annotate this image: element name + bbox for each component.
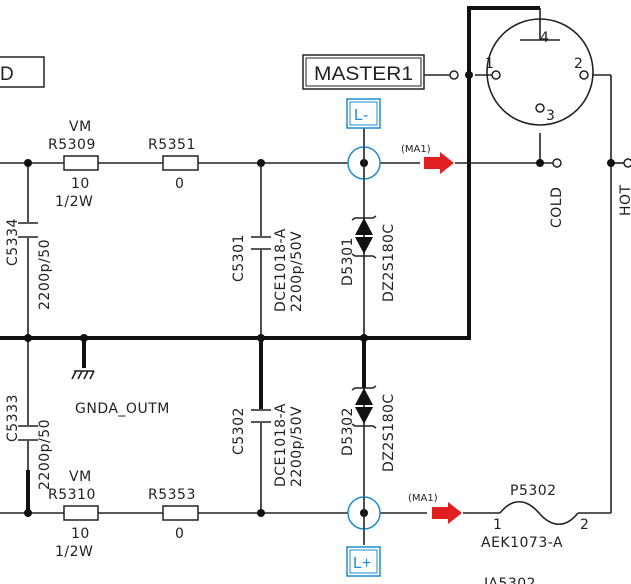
resistor-r5310: VM R5310 10 1/2W xyxy=(48,469,99,560)
r5309-power: 1/2W xyxy=(55,194,93,210)
thick-ground-bus xyxy=(0,6,540,513)
r5353-ref: R5353 xyxy=(148,487,196,503)
cold-label: COLD xyxy=(549,187,565,228)
c5301-value: 2200p/50V xyxy=(289,231,305,312)
ground-label: GNDA_OUTM xyxy=(75,401,170,417)
r5351-ref: R5351 xyxy=(148,137,196,153)
c5301-ref: C5301 xyxy=(231,234,247,282)
net-flag-bottom: (MA1) xyxy=(408,493,462,524)
p5302-pin1: 1 xyxy=(493,517,502,533)
master-label: MASTER1 xyxy=(314,64,413,85)
ground-symbol: GNDA_OUTM xyxy=(71,370,170,417)
d5301-ref: D5301 xyxy=(340,237,356,286)
connector-pin-1: 1 xyxy=(485,56,494,72)
r5353-value: 0 xyxy=(175,526,184,542)
hot-label: HOT xyxy=(618,184,631,216)
capacitor-c5334: C5334 2200p/50 xyxy=(5,218,53,310)
ferrite-bead-bottom xyxy=(347,496,381,530)
r5309-value: 10 xyxy=(71,176,90,192)
c5333-ref: C5333 xyxy=(5,394,21,442)
r5310-type: VM xyxy=(69,469,92,485)
connector-pin-3: 3 xyxy=(546,108,555,124)
port-l-plus: L+ xyxy=(346,546,381,577)
c5301-part: DCE1018-A xyxy=(273,228,289,312)
net-flag-top: (MA1) xyxy=(401,144,454,174)
d5301-part: DZ2S180C xyxy=(381,223,397,302)
p5302-pin2: 2 xyxy=(580,517,589,533)
net-flag-bottom-label: (MA1) xyxy=(408,493,438,504)
d5302-ref: D5302 xyxy=(340,407,356,456)
r5310-power: 1/2W xyxy=(55,544,93,560)
c5302-part: DCE1018-A xyxy=(273,403,289,487)
resistor-r5353: R5353 0 xyxy=(148,487,199,542)
junction-dots xyxy=(24,71,615,517)
port-l-minus: L- xyxy=(346,98,381,129)
resistor-r5309: VM R5309 10 1/2W xyxy=(48,119,99,210)
diode-d5302: D5302 DZ2S180C xyxy=(340,385,397,472)
r5310-value: 10 xyxy=(71,526,90,542)
r5309-type: VM xyxy=(69,119,92,135)
connector-pin-4: 4 xyxy=(540,30,549,46)
diode-d5301: D5301 DZ2S180C xyxy=(340,215,397,302)
xlr-connector: 4 1 2 3 COLD HOT JA5302 xyxy=(483,18,631,584)
capacitor-c5333: C5333 2200p/50 xyxy=(5,394,53,490)
port-l-plus-label: L+ xyxy=(353,555,371,572)
open-terminals xyxy=(449,70,631,168)
connector-pin-2: 2 xyxy=(574,56,583,72)
component-p5302: P5302 1 2 AEK1073-A xyxy=(481,483,589,551)
net-flag-top-label: (MA1) xyxy=(401,144,431,155)
ferrite-bead-top xyxy=(347,146,381,180)
resistor-r5351: R5351 0 xyxy=(148,137,199,192)
connector-ref: JA5302 xyxy=(483,576,536,584)
arrow-right-icon xyxy=(432,502,462,524)
left-label-box: D xyxy=(0,56,45,88)
r5309-ref: R5309 xyxy=(48,137,96,153)
d5302-part: DZ2S180C xyxy=(381,393,397,472)
left-box-text: D xyxy=(0,64,14,85)
arrow-right-icon xyxy=(424,152,454,174)
c5333-value: 2200p/50 xyxy=(37,419,53,490)
port-l-minus-label: L- xyxy=(354,107,368,124)
p5302-part: AEK1073-A xyxy=(481,535,563,551)
c5302-ref: C5302 xyxy=(231,407,247,455)
r5310-ref: R5310 xyxy=(48,487,96,503)
capacitor-c5301: C5301 DCE1018-A 2200p/50V xyxy=(231,228,305,312)
capacitor-c5302: C5302 DCE1018-A 2200p/50V xyxy=(231,403,305,487)
c5334-value: 2200p/50 xyxy=(37,239,53,310)
r5351-value: 0 xyxy=(175,176,184,192)
wires xyxy=(0,8,624,545)
p5302-ref: P5302 xyxy=(510,483,557,499)
c5334-ref: C5334 xyxy=(5,218,21,266)
c5302-value: 2200p/50V xyxy=(289,406,305,487)
master-label-box: MASTER1 xyxy=(302,54,450,90)
